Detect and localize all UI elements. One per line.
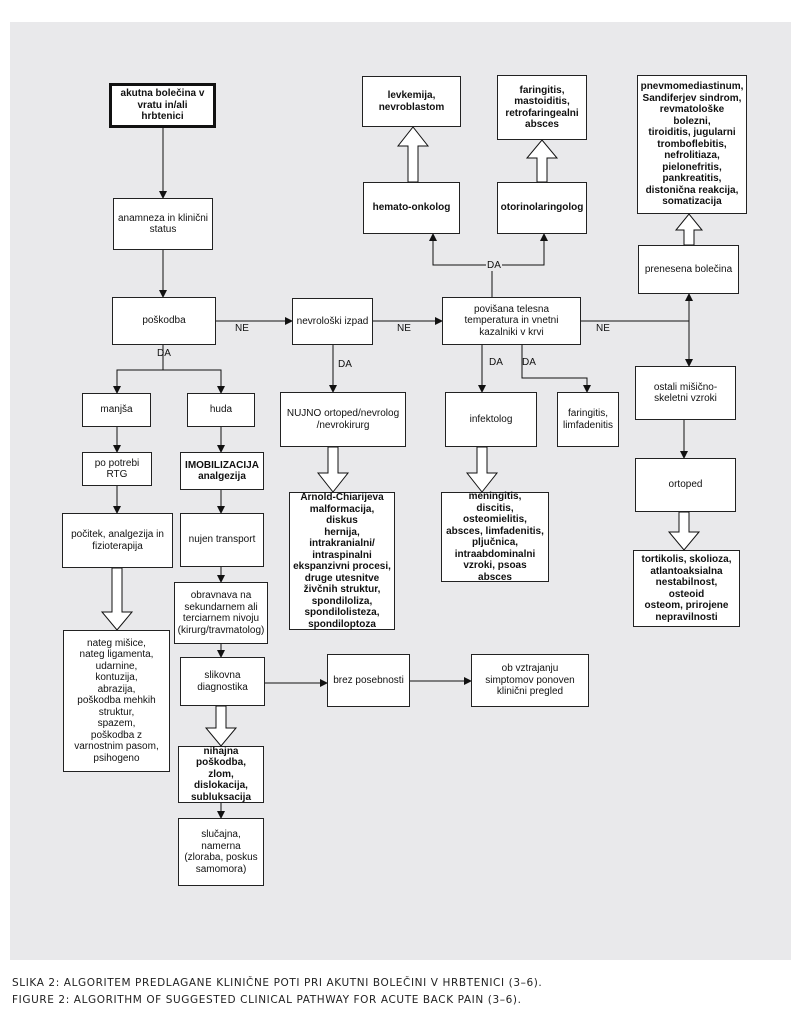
node-whiplash-fracture: nihajna poškodba, zlom, dislokacija, sub… (178, 746, 264, 803)
label-yes-fever-right: DA (522, 357, 536, 368)
node-rest-analgesia-physio: počitek, analgezija in fizioterapija (62, 513, 173, 568)
hollow-arrow-ortoped-tortikolis (667, 511, 701, 551)
node-minor: manjša (82, 393, 151, 427)
hollow-arrow-slikovna-nihajna (204, 705, 238, 747)
node-secondary-tertiary-care: obravnava na sekundarnem ali terciarnem … (174, 582, 268, 644)
node-meningitis-list: meningitis, discitis, osteomielitis, abs… (441, 491, 549, 583)
edge-up-hemato (429, 233, 492, 266)
node-no-findings: brez posebnosti (327, 654, 410, 707)
caption-slovenian: SLIKA 2: ALGORITEM PREDLAGANE KLINIČNE P… (12, 977, 543, 989)
node-arnold-chiari-list: Arnold-Chiarijeva malformacija, diskus h… (289, 492, 395, 630)
node-history-clinical-status: anamneza in klinični status (113, 198, 213, 250)
node-pneumomediastinum-list: pnevmomediastinum, Sandiferjev sindrom, … (637, 75, 747, 214)
node-urgent-transport: nujen transport (180, 513, 264, 567)
node-leukemia-neuroblastoma: levkemija, nevroblastom (362, 76, 461, 127)
node-pharyngitis-lymphadenitis: faringitis, limfadenitis (557, 392, 619, 447)
label-yes-neuro: DA (338, 359, 352, 370)
label-yes-fever-up: DA (486, 260, 502, 271)
label-yes-injury: DA (157, 348, 171, 359)
hollow-arrow-hemato-levkemija (396, 126, 430, 183)
label-no-injury: NE (235, 323, 249, 334)
label-no-neuro: NE (397, 323, 411, 334)
hollow-arrow-prenesena-pnevmo (674, 213, 704, 246)
node-accidental-intentional: slučajna, namerna (zloraba, poskus samom… (178, 818, 264, 886)
node-imaging: slikovna diagnostika (180, 657, 265, 706)
node-hemato-oncologist: hemato-onkolog (363, 182, 460, 234)
node-orthopedist: ortoped (635, 458, 736, 512)
node-fever-inflammation: povišana telesna temperatura in vnetni k… (442, 297, 581, 345)
node-neurological-deficit: nevrološki izpad (292, 298, 373, 345)
hollow-arrow-otorino-faringitis (525, 139, 559, 183)
label-no-fever: NE (596, 323, 610, 334)
node-referred-pain: prenesena bolečina (638, 245, 739, 294)
node-otorhinolaryngologist: otorinolaringolog (497, 182, 587, 234)
node-pharyngitis-list: faringitis, mastoiditis, retrofaringealn… (497, 75, 587, 140)
node-acute-pain-start: akutna bolečina v vratu in/ali hrbtenici (109, 83, 216, 128)
node-injury: poškodba (112, 297, 216, 345)
node-muscle-strain-list: nateg mišice, nateg ligamenta, udarnine,… (63, 630, 170, 772)
hollow-arrow-pocitek-nateg (100, 567, 134, 631)
caption-english: FIGURE 2: ALGORITHM OF SUGGESTED CLINICA… (12, 994, 522, 1006)
hollow-arrow-infektolog-meningitis (465, 446, 499, 493)
edge-povisana-faringitis2 (521, 345, 591, 393)
node-other-musculoskeletal: ostali mišično- skeletni vzroki (635, 366, 736, 420)
node-severe: huda (187, 393, 255, 427)
hollow-arrow-nujno-arnold (316, 446, 350, 493)
node-immobilization: IMOBILIZACIJA analgezija (180, 452, 264, 490)
label-yes-fever-left: DA (489, 357, 503, 368)
node-reexamination: ob vztrajanju simptomov ponoven klinični… (471, 654, 589, 707)
node-xray-if-needed: po potrebi RTG (82, 452, 152, 486)
node-infectologist: infektolog (445, 392, 537, 447)
edge-up-otorino (492, 233, 548, 266)
node-urgent-specialist: NUJNO ortoped/nevrolog /nevrokirurg (280, 392, 406, 447)
node-torticollis-list: tortikolis, skolioza, atlantoaksialna ne… (633, 550, 740, 627)
